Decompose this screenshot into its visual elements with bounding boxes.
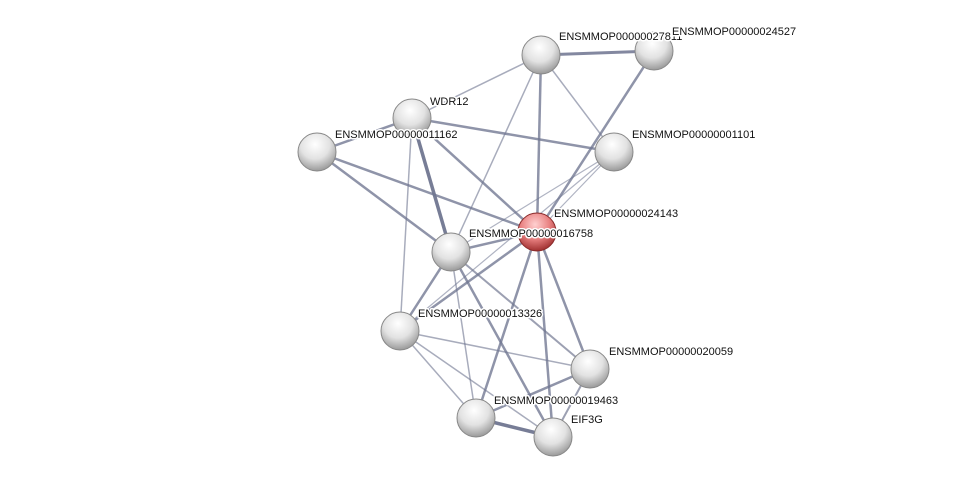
node-label: ENSMMOP00000013326 — [418, 308, 542, 320]
node-sphere[interactable] — [392, 98, 432, 138]
edge-F-K — [535, 231, 555, 438]
edge-F-I — [535, 231, 592, 370]
edge-E-H — [399, 151, 615, 332]
node-ensmmop00000020059[interactable] — [570, 349, 610, 389]
edge-C-F — [411, 117, 538, 233]
node-ensmmop00000027811[interactable] — [521, 35, 561, 75]
edge-J-I — [475, 367, 591, 420]
edge-H-I — [399, 330, 591, 370]
edge-G-J — [450, 251, 477, 419]
node-label: ENSMMOP00000019463 — [494, 395, 618, 407]
edge-C-E — [411, 116, 615, 154]
edge-A-G — [450, 54, 542, 253]
node-sphere[interactable] — [517, 212, 557, 252]
edge-B-F — [535, 50, 656, 233]
node-sphere[interactable] — [521, 35, 561, 75]
node-sphere[interactable] — [570, 349, 610, 389]
node-sphere[interactable] — [380, 311, 420, 351]
node-label: ENSMMOP00000020059 — [609, 346, 733, 358]
edge-E-G — [450, 151, 615, 253]
node-sphere[interactable] — [456, 398, 496, 438]
node-label: ENSMMOP00000024527 — [672, 26, 796, 38]
node-label: WDR12 — [430, 96, 469, 108]
edge-G-I — [450, 251, 591, 370]
node-eif3g[interactable] — [533, 417, 573, 457]
node-ensmmop00000019463[interactable] — [456, 398, 496, 438]
edge-C-H — [399, 117, 413, 332]
node-ensmmop00000001101[interactable] — [594, 132, 634, 172]
node-label: EIF3G — [571, 414, 603, 426]
edge-A-E — [540, 54, 615, 153]
node-label: ENSMMOP00000027811 — [559, 31, 682, 43]
node-ensmmop00000024527[interactable] — [634, 31, 674, 71]
node-wdr12[interactable] — [392, 98, 432, 138]
edge-G-K — [449, 251, 555, 438]
node-ensmmop00000016758[interactable] — [431, 232, 471, 272]
node-sphere[interactable] — [431, 232, 471, 272]
edge-A-C — [411, 54, 542, 119]
node-label: ENSMMOP00000001101 — [632, 129, 755, 141]
edge-D-G — [316, 150, 452, 254]
node-ensmmop00000024143[interactable] — [517, 212, 557, 252]
node-ensmmop00000011162[interactable] — [297, 132, 337, 172]
node-label: ENSMMOP00000024143 — [554, 208, 678, 220]
edge-A-F — [535, 54, 543, 233]
edge-C-G — [410, 117, 453, 253]
edge-D-F — [316, 150, 538, 234]
node-label: ENSMMOP00000011162 — [335, 129, 458, 141]
node-sphere[interactable] — [594, 132, 634, 172]
edge-F-J — [474, 231, 539, 419]
node-sphere[interactable] — [634, 31, 674, 71]
node-sphere[interactable] — [297, 132, 337, 172]
node-ensmmop00000013326[interactable] — [380, 311, 420, 351]
node-label: ENSMMOP00000016758 — [469, 228, 593, 240]
node-sphere[interactable] — [533, 417, 573, 457]
edge-H-K — [399, 330, 554, 438]
